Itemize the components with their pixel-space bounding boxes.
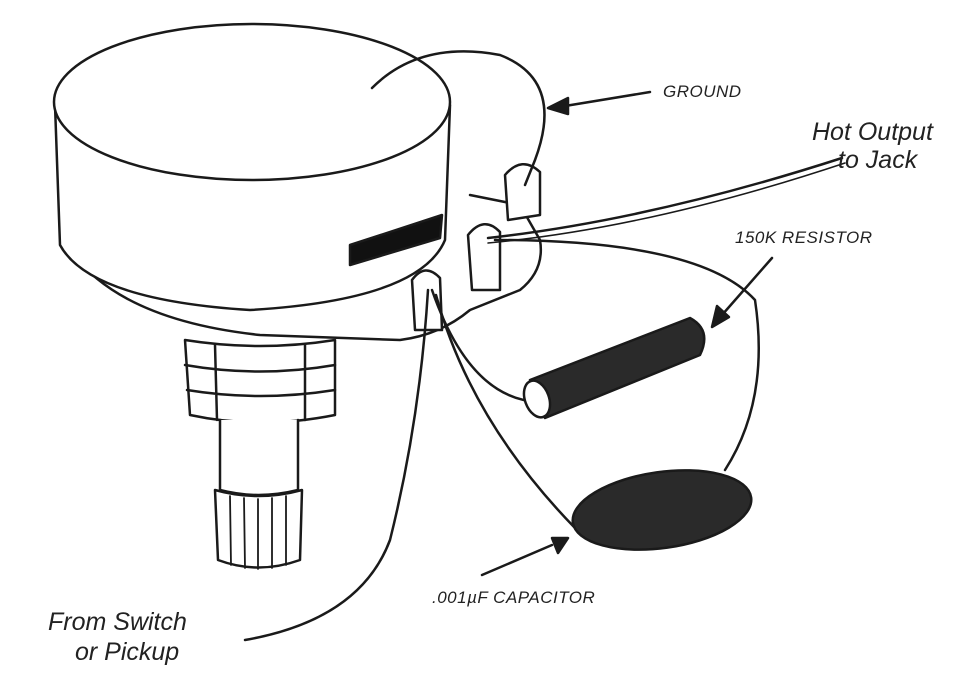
hot-output-label-line2: to Jack	[838, 146, 918, 174]
hot-output-wire	[486, 156, 844, 240]
bushing-nut	[183, 338, 337, 424]
capacitor-label: .001µF CAPACITOR	[432, 588, 596, 607]
wires	[243, 50, 846, 642]
capacitor-arrow	[480, 543, 554, 577]
ground-wire	[370, 50, 546, 187]
capacitor-lug-wire	[434, 293, 577, 530]
pot-cap-top	[52, 22, 452, 182]
resistor-arrow	[720, 256, 774, 317]
from-switch-label-line1: From Switch	[48, 608, 187, 636]
shaft	[218, 418, 300, 497]
resistor-end	[522, 379, 552, 419]
pot-band	[348, 213, 444, 267]
arrows	[480, 90, 774, 577]
resistor-label: 150K RESISTOR	[735, 228, 873, 247]
lug-3	[503, 163, 542, 222]
resistor-right-wire	[493, 238, 760, 472]
ground-arrow	[563, 90, 652, 108]
lug-2	[466, 223, 502, 292]
capacitor	[571, 469, 753, 551]
input-wire	[243, 288, 430, 642]
potentiometer	[52, 22, 543, 570]
hot-output-label-line1: Hot Output	[812, 118, 933, 146]
ground-label: GROUND	[663, 82, 742, 101]
from-switch-label-line2: or Pickup	[75, 638, 180, 666]
resistor	[522, 316, 706, 420]
